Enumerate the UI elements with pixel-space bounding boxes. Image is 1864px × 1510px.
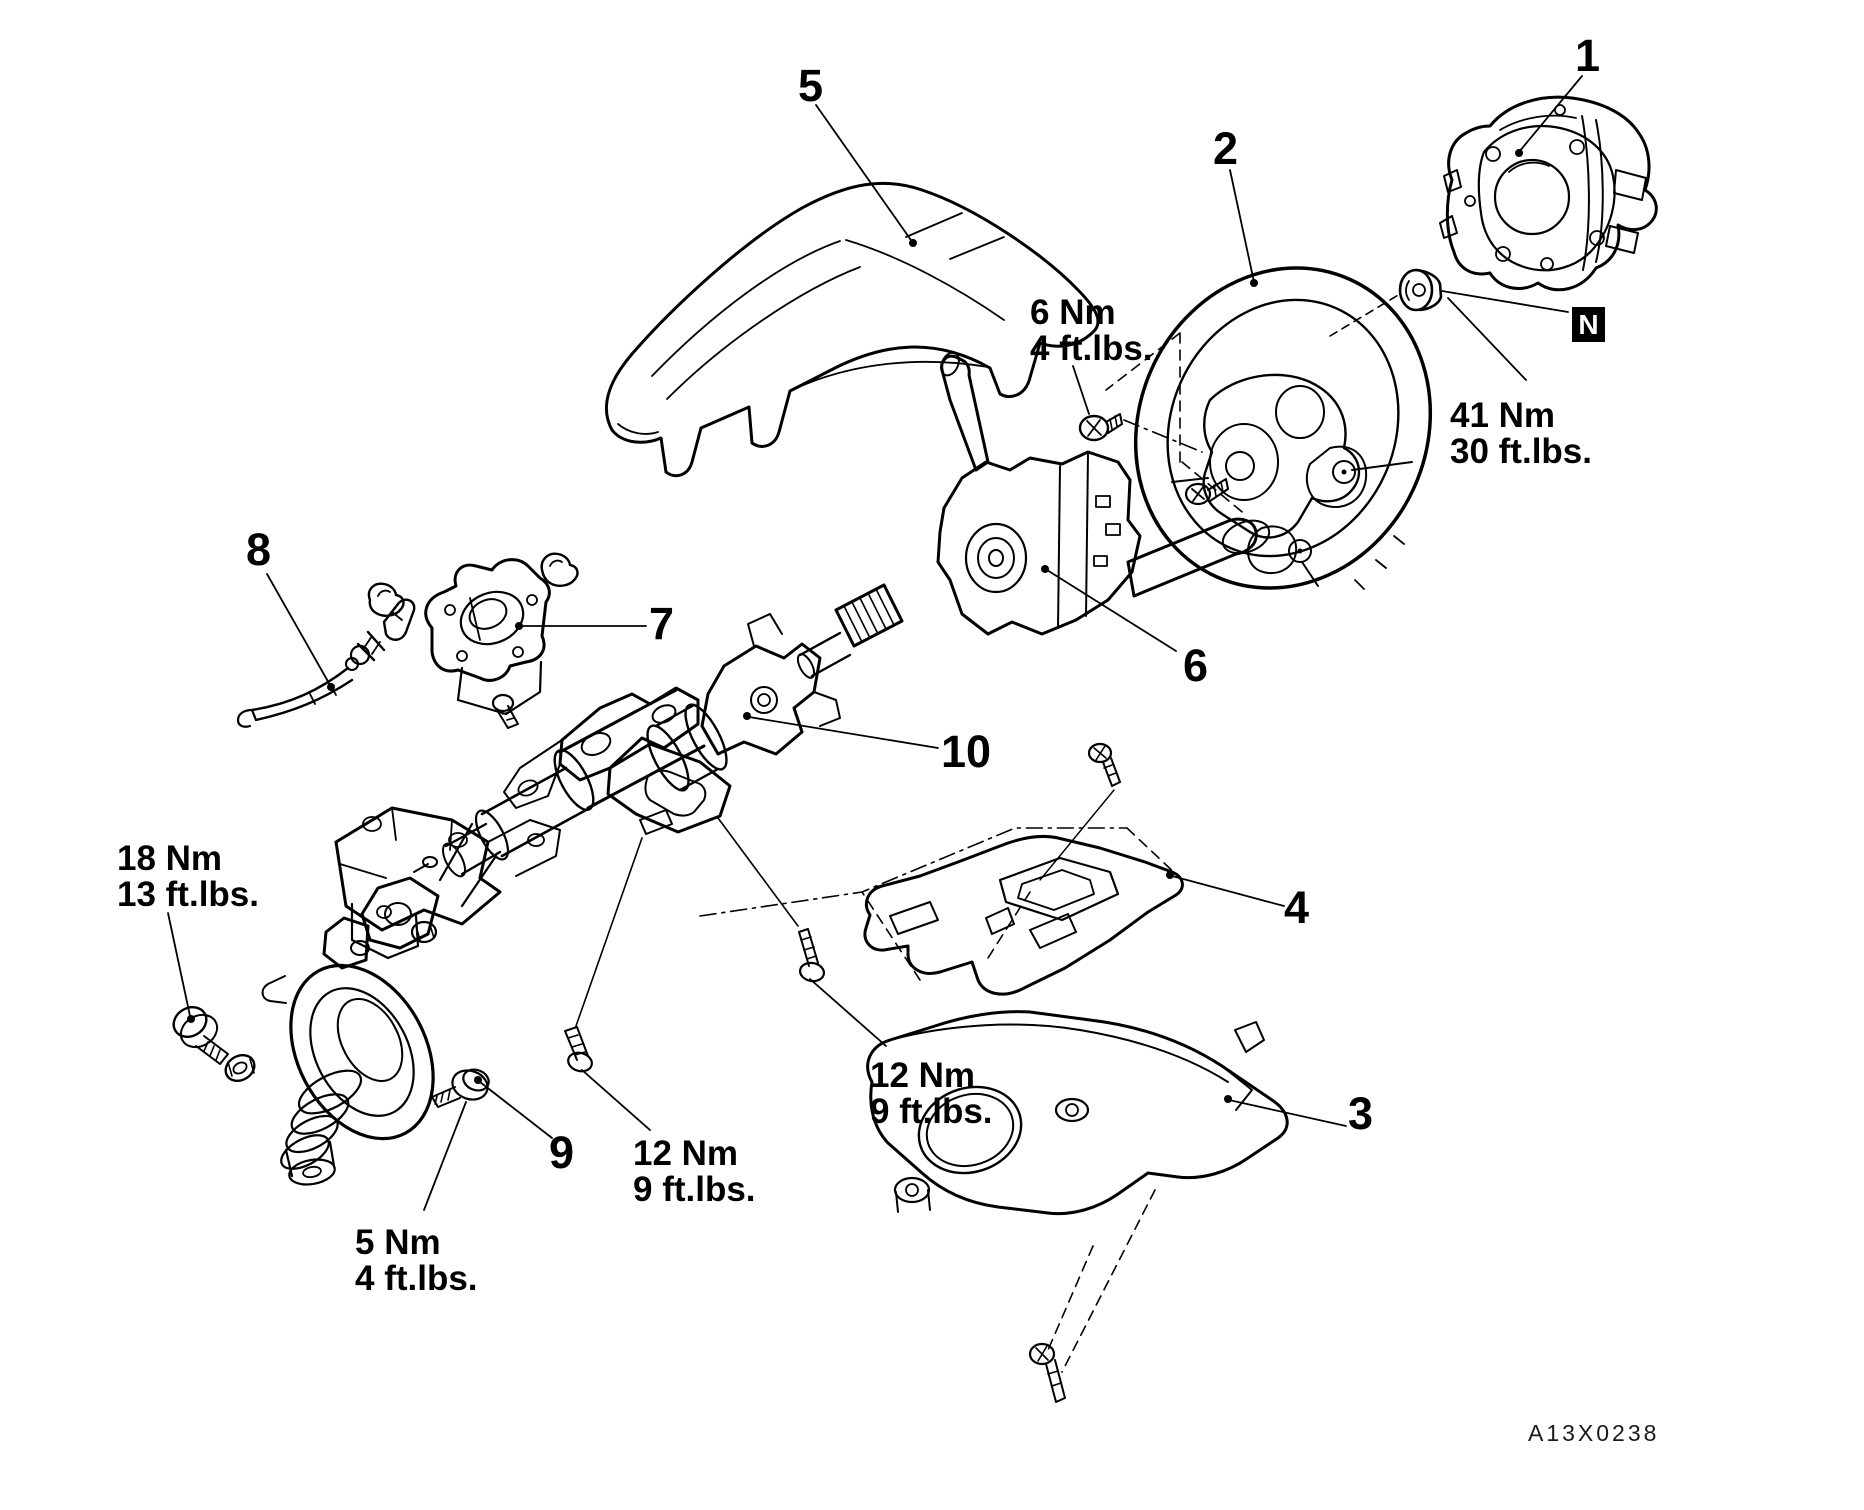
airbag-screw-drawing (1078, 413, 1123, 442)
torque-column-screw-upper: 12 Nm 9 ft.lbs. (870, 1058, 993, 1130)
torque-joint-bolt: 18 Nm 13 ft.lbs. (117, 841, 259, 913)
note-marker-n: N (1572, 307, 1605, 342)
leader-lines (167, 75, 1583, 1211)
torque-ftlbs: 4 ft.lbs. (1030, 329, 1153, 368)
torque-ftlbs: 9 ft.lbs. (633, 1170, 756, 1209)
part-label-4: 4 (1284, 882, 1310, 933)
torque-small-bolt: 5 Nm 4 ft.lbs. (355, 1225, 478, 1297)
part-label-9: 9 (549, 1127, 575, 1178)
part-label-1: 1 (1575, 30, 1601, 81)
construction-lines (699, 293, 1401, 1373)
part-label-6: 6 (1183, 640, 1209, 691)
cover-lower-drawing (866, 1010, 1289, 1403)
airbag-module-drawing (1439, 95, 1658, 292)
joint-bolt-drawing (172, 1005, 229, 1065)
joint-nut-drawing (224, 1053, 256, 1083)
lock-bracket-drawing (367, 552, 579, 729)
part9-bolt-drawing (431, 1068, 490, 1108)
column-screw-upper-drawing (798, 928, 826, 983)
torque-nm: 5 Nm (355, 1223, 441, 1262)
torque-nm: 12 Nm (870, 1056, 976, 1095)
part-label-10: 10 (941, 726, 992, 777)
torque-wheel-nut: 41 Nm 30 ft.lbs. (1450, 398, 1592, 470)
steering-wheel-nut-drawing (1398, 268, 1443, 312)
torque-ftlbs: 30 ft.lbs. (1450, 432, 1592, 471)
torque-nm: 12 Nm (633, 1134, 739, 1173)
torque-airbag-screw: 6 Nm 4 ft.lbs. (1030, 295, 1153, 367)
part-label-3: 3 (1348, 1088, 1374, 1139)
part-label-2: 2 (1213, 123, 1239, 174)
torque-nm: 18 Nm (117, 839, 223, 878)
cover-upper-piece-drawing (863, 742, 1184, 996)
part-label-5: 5 (798, 60, 824, 111)
column-screw-lower-drawing (564, 1026, 593, 1073)
part-label-7: 7 (649, 598, 675, 649)
steering-column-drawing (261, 583, 904, 1186)
torque-ftlbs: 13 ft.lbs. (117, 875, 259, 914)
part-label-8: 8 (246, 524, 272, 575)
cable-drawing (236, 598, 416, 728)
figure-code: A13X0238 (1528, 1420, 1660, 1446)
torque-nm: 41 Nm (1450, 396, 1556, 435)
torque-ftlbs: 4 ft.lbs. (355, 1259, 478, 1298)
upper-column-cover-drawing (604, 181, 1100, 478)
combination-switch-drawing (936, 351, 1271, 636)
torque-ftlbs: 9 ft.lbs. (870, 1092, 993, 1131)
torque-column-screw-lower: 12 Nm 9 ft.lbs. (633, 1136, 756, 1208)
steering-wheel-drawing (1105, 266, 1433, 590)
torque-nm: 6 Nm (1030, 293, 1116, 332)
